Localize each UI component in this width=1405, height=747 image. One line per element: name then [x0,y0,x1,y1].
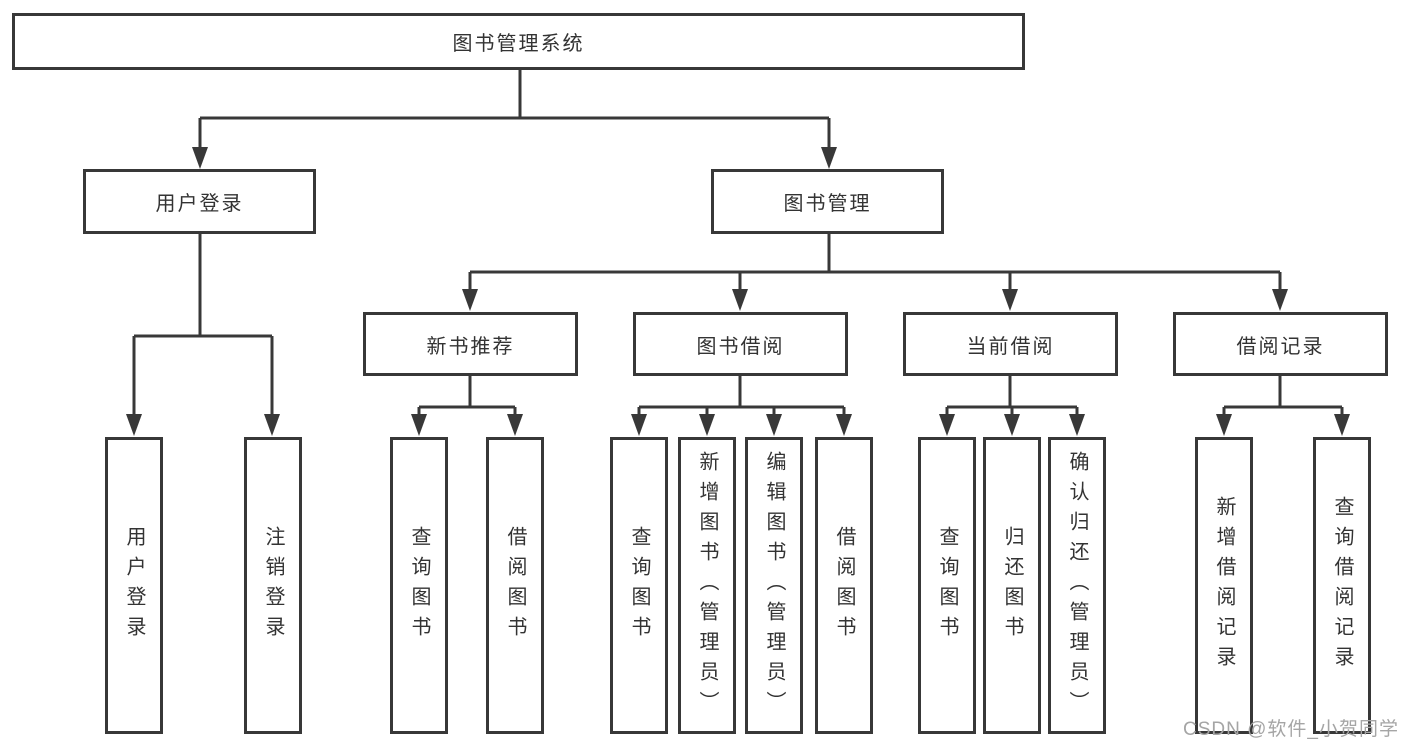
leaf-logout: 注销登录 [244,437,302,734]
leaf-borrow-add-book-admin: 新增图书（管理员） [678,437,736,734]
leaf-recommend-query-book: 查询图书 [390,437,448,734]
leaf-records-query-record: 查询借阅记录 [1313,437,1371,734]
leaf-borrow-borrow-book: 借阅图书 [815,437,873,734]
leaf-borrow-query-book: 查询图书 [610,437,668,734]
leaf-current-return-book: 归还图书 [983,437,1041,734]
watermark: CSDN @软件_小贺同学 [1183,719,1399,740]
leaf-current-query-book: 查询图书 [918,437,976,734]
node-new-book-recommend: 新书推荐 [363,312,578,376]
node-book-borrow: 图书借阅 [633,312,848,376]
leaf-borrow-edit-book-admin: 编辑图书（管理员） [745,437,803,734]
leaf-user-login: 用户登录 [105,437,163,734]
node-book-management: 图书管理 [711,169,944,234]
node-current-borrow: 当前借阅 [903,312,1118,376]
node-user-login: 用户登录 [83,169,316,234]
node-borrow-records: 借阅记录 [1173,312,1388,376]
leaf-records-add-record: 新增借阅记录 [1195,437,1253,734]
leaf-current-confirm-return-admin: 确认归还（管理员） [1048,437,1106,734]
leaf-recommend-borrow-book: 借阅图书 [486,437,544,734]
node-root: 图书管理系统 [12,13,1025,70]
